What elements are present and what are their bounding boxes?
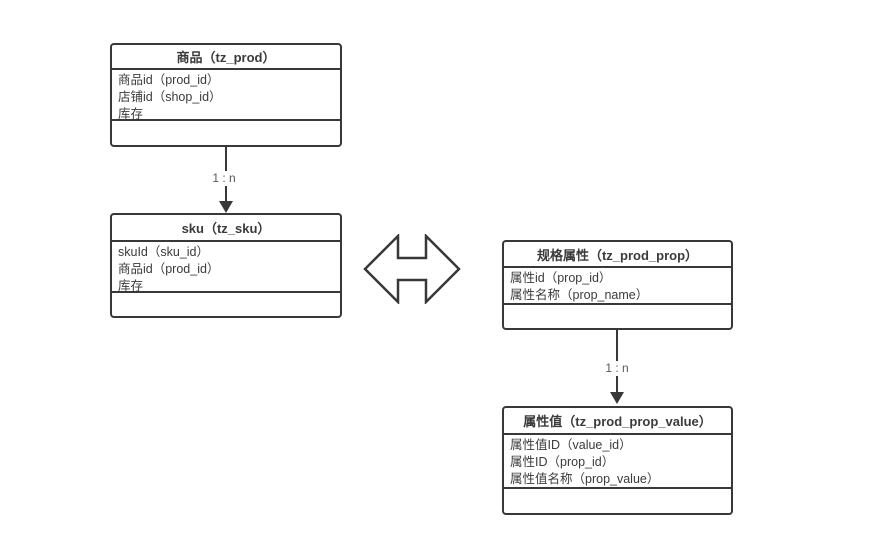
entity-title: 商品（tz_prod） (112, 45, 340, 70)
entity-row: 库存 (118, 279, 144, 291)
entity-title: 规格属性（tz_prod_prop） (504, 242, 731, 268)
entity-row: 属性ID（prop_id） (510, 455, 615, 469)
entity-prod-prop: 规格属性（tz_prod_prop） 属性id（prop_id） 属性名称（pr… (502, 240, 733, 330)
entity-row: 属性值ID（value_id） (510, 438, 632, 452)
entity-row: 属性名称（prop_name） (510, 288, 649, 302)
entity-sku: sku（tz_sku） skuId（sku_id） 商品id（prod_id） … (110, 213, 342, 318)
entity-title: sku（tz_sku） (112, 215, 340, 242)
arrowhead-down-icon (610, 392, 624, 404)
entity-row: 商品id（prod_id） (118, 73, 220, 87)
entity-row: 属性id（prop_id） (510, 271, 612, 285)
relation-label: 1 : n (594, 361, 640, 376)
arrowhead-down-icon (219, 201, 233, 213)
entity-row: 店铺id（shop_id） (118, 90, 222, 104)
entity-row: 属性值名称（prop_value） (510, 472, 660, 486)
entity-empty-compartment (504, 303, 731, 328)
bidirectional-arrow-icon (363, 234, 461, 304)
entity-row: 商品id（prod_id） (118, 262, 220, 276)
entity-prop-value: 属性值（tz_prod_prop_value） 属性值ID（value_id） … (502, 406, 733, 515)
entity-attributes: 商品id（prod_id） 店铺id（shop_id） 库存 (112, 70, 340, 119)
entity-attributes: skuId（sku_id） 商品id（prod_id） 库存 (112, 242, 340, 291)
entity-title: 属性值（tz_prod_prop_value） (504, 408, 731, 435)
entity-prod: 商品（tz_prod） 商品id（prod_id） 店铺id（shop_id） … (110, 43, 342, 147)
entity-attributes: 属性值ID（value_id） 属性ID（prop_id） 属性值名称（prop… (504, 435, 731, 487)
entity-empty-compartment (112, 291, 340, 316)
relation-label: 1 : n (201, 171, 247, 186)
entity-row: 库存 (118, 107, 144, 119)
entity-attributes: 属性id（prop_id） 属性名称（prop_name） (504, 268, 731, 303)
entity-empty-compartment (112, 119, 340, 145)
entity-row: skuId（sku_id） (118, 245, 210, 259)
entity-empty-compartment (504, 487, 731, 513)
